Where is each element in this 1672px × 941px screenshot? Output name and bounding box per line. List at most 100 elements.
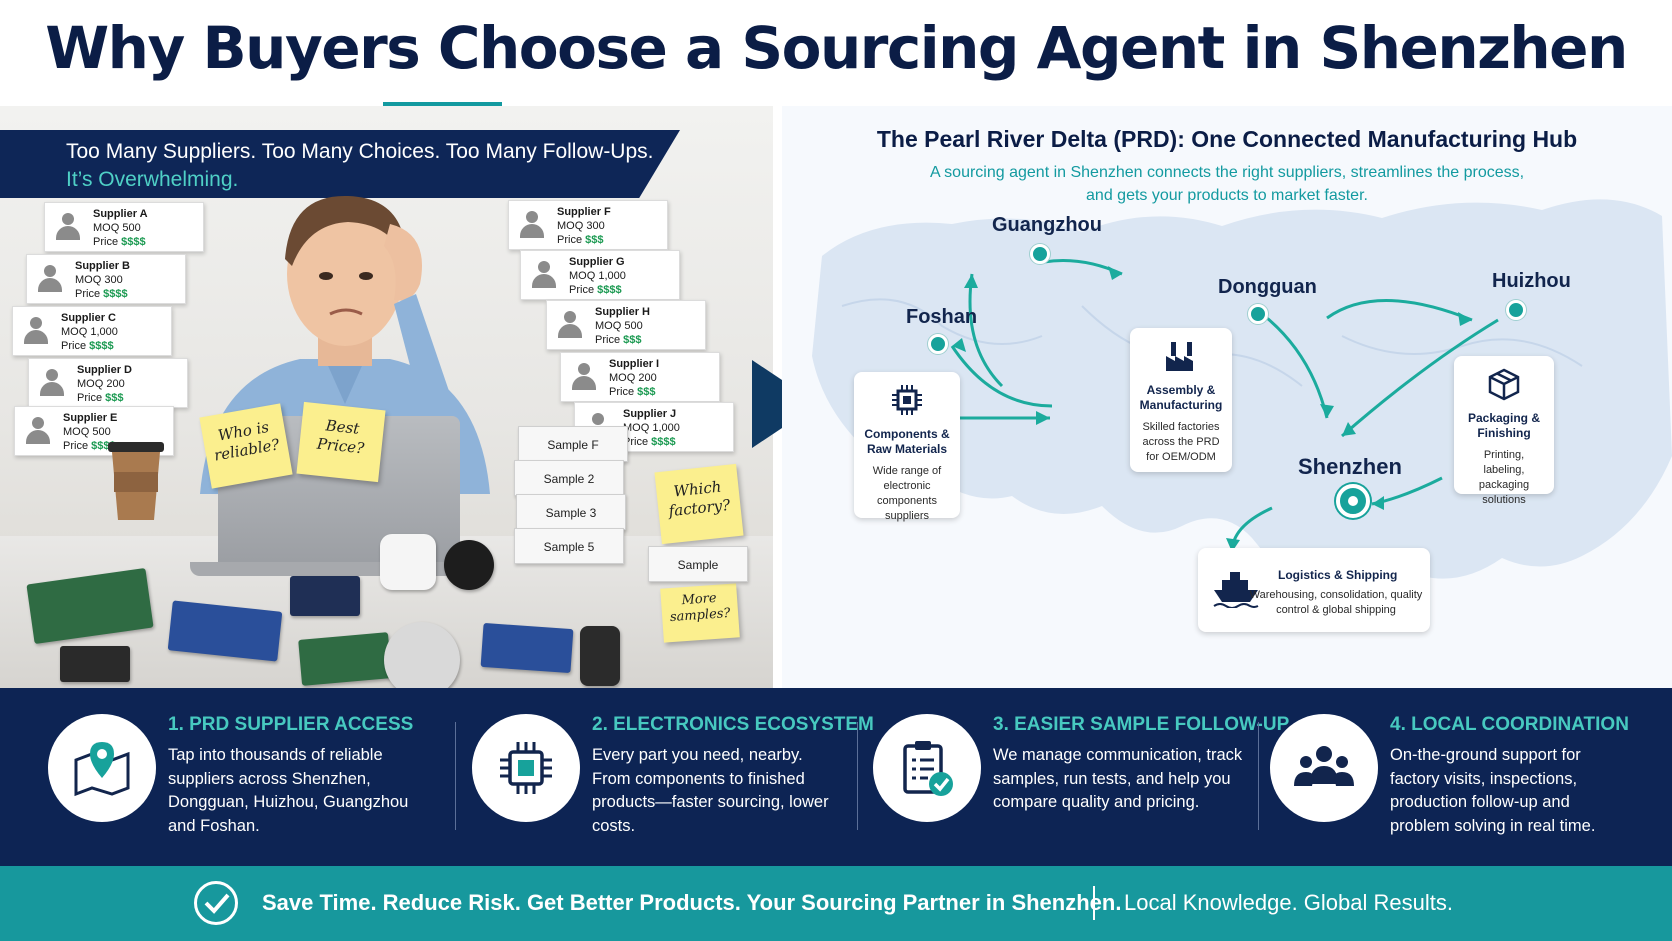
supplier-card: Supplier I MOQ 200 Price $$$ [560, 352, 720, 402]
map-description-line-2: and gets your products to market faster. [1086, 187, 1368, 204]
coffee-cup-icon [108, 442, 164, 520]
footer-tagline: Local Knowledge. Global Results. [1124, 890, 1453, 915]
person-icon [37, 265, 63, 293]
supplier-name: Supplier B [75, 260, 131, 272]
supplier-moq: MOQ 500 [63, 426, 111, 438]
prd-map [812, 199, 1672, 612]
feature-title: 2. ELECTRONICS ECOSYSTEM [592, 714, 874, 735]
city-label-foshan: Foshan [906, 306, 978, 328]
city-marker [1506, 300, 1526, 320]
device-module [60, 646, 130, 682]
footer-message: Save Time. Reduce Risk. Get Better Produ… [262, 890, 1122, 915]
feature-description: We manage communication, track samples, … [993, 746, 1243, 811]
supplier-name: Supplier E [63, 412, 118, 424]
supplier-card: Supplier G MOQ 1,000 Price $$$$ [520, 250, 680, 300]
supplier-card: Supplier A MOQ 500 Price $$$$ [44, 202, 204, 252]
person-icon [571, 363, 597, 391]
card-title: Packaging & Finishing [1467, 411, 1541, 440]
divider [857, 722, 858, 830]
supplier-card: Supplier F MOQ 300 Price $$$ [508, 200, 668, 250]
feature-description: On-the-ground support for factory visits… [1390, 746, 1596, 835]
chip-icon [500, 742, 552, 794]
map-pin-icon [74, 742, 130, 797]
prd-map-panel: The Pearl River Delta (PRD): One Connect… [782, 106, 1672, 688]
smart-device [380, 534, 436, 590]
map-title: The Pearl River Delta (PRD): One Connect… [876, 126, 1578, 152]
divider [1258, 722, 1259, 830]
supplier-name: Supplier D [77, 364, 133, 376]
person-icon [531, 261, 557, 289]
footer-bar: Save Time. Reduce Risk. Get Better Produ… [0, 866, 1672, 941]
city-label-huizhou: Huizhou [1492, 270, 1571, 292]
team-icon [1294, 746, 1354, 786]
supplier-price: Price $$$$ [75, 288, 128, 300]
person-icon [55, 213, 81, 241]
card-title: Logistics & Shipping [1278, 568, 1398, 582]
person-icon [25, 417, 51, 445]
speaker-device [444, 540, 494, 590]
city-label-dongguan: Dongguan [1218, 276, 1317, 298]
card-description: Warehousing, consolidation, quality cont… [1249, 589, 1423, 616]
logistics-card: Logistics & Shipping Warehousing, consol… [1198, 548, 1430, 632]
supplier-name: Supplier C [61, 312, 117, 324]
supplier-card: Supplier H MOQ 500 Price $$$ [546, 300, 706, 350]
sample-box: Sample 2 [514, 460, 624, 496]
feature-description: Every part you need, nearby. From compon… [592, 746, 829, 835]
page-title: Why Buyers Choose a Sourcing Agent in Sh… [45, 14, 1628, 82]
circuit-board [298, 632, 392, 686]
sample-box: Sample 3 [516, 494, 626, 530]
supplier-price: Price $$$$ [623, 436, 676, 448]
person-icon [39, 369, 65, 397]
supplier-card: Supplier B MOQ 300 Price $$$$ [26, 254, 186, 304]
supplier-price: Price $$$ [609, 386, 656, 398]
sample-box: Sample 5 [514, 528, 624, 564]
feature-title: 4. LOCAL COORDINATION [1390, 714, 1629, 735]
supplier-price: Price $$$$ [93, 236, 146, 248]
shenzhen-marker [1336, 484, 1370, 518]
check-circle-icon [194, 881, 238, 925]
sample-box: Sample [648, 546, 748, 582]
map-heading: The Pearl River Delta (PRD): One Connect… [782, 126, 1672, 207]
footer-divider [1093, 886, 1095, 920]
circuit-board [480, 622, 574, 674]
supplier-price: Price $$$ [557, 234, 604, 246]
supplier-price: Price $$$ [595, 334, 642, 346]
city-marker [928, 334, 948, 354]
supplier-moq: MOQ 1,000 [623, 422, 680, 434]
supplier-price: Price $$$ [77, 392, 124, 404]
feature-title: 1. PRD SUPPLIER ACCESS [168, 714, 414, 735]
smartwatch [580, 626, 620, 686]
person-icon [23, 317, 49, 345]
banner-line-2: It’s Overwhelming. [66, 168, 239, 191]
assembly-card: Assembly & Manufacturing Skilled factori… [1130, 328, 1232, 472]
divider [455, 722, 456, 830]
overwhelmed-buyer-panel: Too Many Suppliers. Too Many Choices. To… [0, 106, 773, 688]
ship-icon [1213, 572, 1259, 608]
sticky-note: More samples? [660, 583, 740, 643]
packaging-card: Packaging & Finishing Printing, labeling… [1454, 356, 1554, 506]
card-title: Assembly & Manufacturing [1139, 383, 1223, 412]
supplier-name: Supplier G [569, 256, 625, 268]
card-description: Printing, labeling, packaging solutions [1478, 449, 1530, 506]
box-icon [1488, 368, 1520, 401]
sample-box: Sample F [518, 426, 628, 462]
clipboard-check-icon [903, 741, 953, 796]
sticky-note: Best Price? [296, 401, 386, 483]
supplier-name: Supplier A [93, 208, 148, 220]
supplier-name: Supplier H [595, 306, 651, 318]
banner-line-1: Too Many Suppliers. Too Many Choices. To… [66, 140, 654, 163]
city-marker [1030, 244, 1050, 264]
factory-icon [1166, 342, 1193, 371]
supplier-moq: MOQ 300 [557, 220, 605, 232]
benefits-band: 1. PRD SUPPLIER ACCESS Tap into thousand… [0, 688, 1672, 866]
supplier-price: Price $$$$ [569, 284, 622, 296]
supplier-moq: MOQ 1,000 [569, 270, 626, 282]
supplier-moq: MOQ 200 [77, 378, 125, 390]
chip-icon [892, 385, 922, 415]
map-description-line-1: A sourcing agent in Shenzhen connects th… [929, 164, 1525, 181]
card-description: Wide range of electronic components supp… [872, 465, 942, 522]
supplier-name: Supplier F [557, 206, 611, 218]
person-icon [519, 211, 545, 239]
supplier-moq: MOQ 500 [595, 320, 643, 332]
person-icon [557, 311, 583, 339]
